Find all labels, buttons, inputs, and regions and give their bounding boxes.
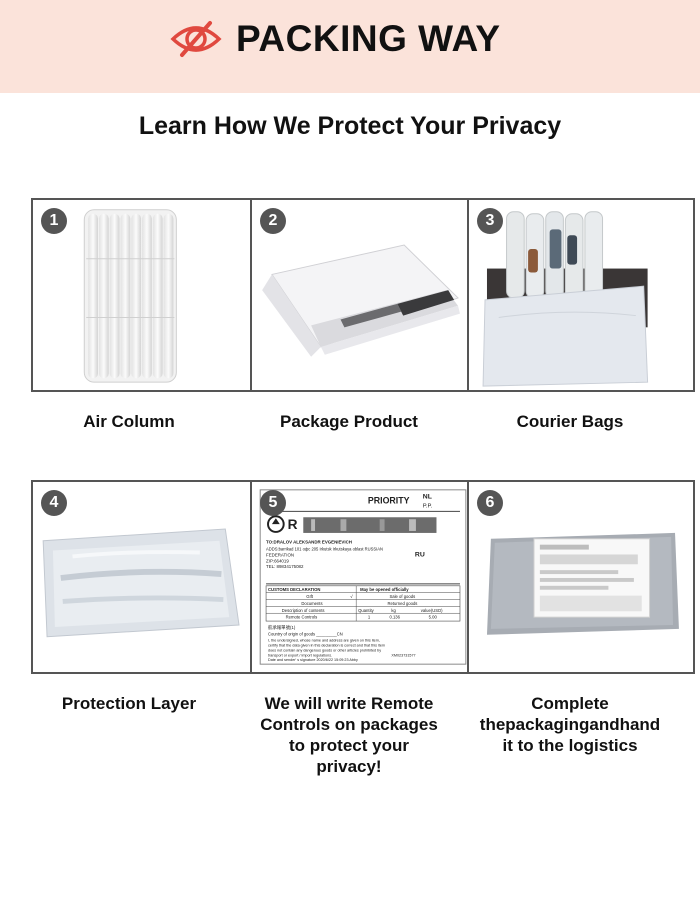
caption-line: it to the logistics [502,736,638,755]
label-item: Remote Controls [286,615,318,620]
label-declaration-4: transport or export / import regulations… [268,653,332,657]
step-card-6: 6 [467,480,695,674]
step-number-badge: 1 [41,208,67,234]
courier-bag-image [482,211,649,387]
label-gift: GIft [306,594,314,599]
page-subtitle: Learn How We Protect Your Privacy [138,112,562,140]
label-declaration-3: does not contain any dangerous goods or … [268,648,381,652]
label-description: Description of contents [282,608,325,613]
step-number-badge: 5 [260,490,286,516]
label-returned: Returned goods [388,601,418,606]
label-may-open: May be opened officially [360,587,409,592]
label-date-sign: Date and sender' s signature 2020/6/22 1… [268,658,358,662]
caption-line: Complete [531,694,609,713]
label-kg-value: 0.136 [389,615,400,620]
step-number-badge: 6 [477,490,503,516]
step-caption-3: Courier Bags [516,412,624,431]
step-caption-2: Package Product [280,412,418,431]
label-quantity: Quantity [358,608,375,613]
shipping-label-image: PRIORITY NL P.P. R TO:DRALOV ALEKSANDR E… [259,489,467,665]
step-caption-5: We will write Remote Controls on package… [234,693,464,777]
protection-layer-image [42,528,240,638]
air-column-image [83,209,177,383]
label-usd-value: 5.00 [429,615,438,620]
label-country-code: NL [423,494,432,501]
label-federation: FEDERATION [266,552,294,557]
mailer-bag-image [262,244,460,357]
step-caption-4: Protection Layer [61,694,197,713]
caption-line: to protect your [289,736,409,755]
label-tel: TEL: 89834175082 [266,564,304,569]
label-declaration-1: I, the undersigned, whose name and addre… [268,639,380,643]
header-banner: PACKING WAY [0,0,700,93]
label-priority: PRIORITY [368,496,410,506]
label-check: √ [350,594,353,599]
label-value: value(USD) [421,608,443,613]
step-card-2: 2 [250,198,478,392]
step-number-badge: 4 [41,490,67,516]
label-documents: Documents [301,601,322,606]
barcode [303,517,437,533]
step-card-3: 3 [467,198,695,392]
label-pp: P.P. [423,503,433,509]
label-declaration-2: certify that the data given in this decl… [268,644,385,648]
label-customs: CUSTOMS DECLARATION [268,587,320,592]
step-caption-6: Complete thepackagingandhand it to the l… [455,693,685,756]
step-card-5: 5 PRIORITY NL P.P. R TO:DRALOV ALEKSANDR… [250,480,478,674]
caption-line: We will write Remote [264,694,434,713]
label-qty-value: 1 [368,615,371,620]
recycle-icon [267,515,285,533]
label-address: ADDS:barrikad 101 офс 205 Irkutsk Irkuts… [266,547,383,552]
step-card-4: 4 [31,480,259,674]
step-caption-1: Air Column [83,412,175,431]
caption-line: privacy! [316,757,382,776]
label-kg: kg [391,608,396,613]
label-r-mark: R [288,517,298,532]
label-ru: RU [415,551,425,558]
label-code: XM023731577 [391,653,415,657]
label-chinese-note: 航承報單號(1) [268,624,296,631]
step-number-badge: 2 [260,208,286,234]
step-number-badge: 3 [477,208,503,234]
banner-content: PACKING WAY [170,14,501,64]
caption-line: Controls on packages [260,715,438,734]
label-origin: Country of origin of goods _________CN [268,632,343,637]
eye-slash-icon [170,21,222,57]
sealed-package-image [486,532,679,635]
label-zip: ZIP:664019 [266,558,289,563]
caption-line: thepackagingandhand [479,715,661,734]
label-to-line: TO:DRALOV ALEKSANDR EVGENIEVICH [266,540,352,545]
banner-title: PACKING WAY [236,18,501,59]
step-card-1: 1 [31,198,259,392]
label-sale-goods: Sale of goods [389,594,415,599]
